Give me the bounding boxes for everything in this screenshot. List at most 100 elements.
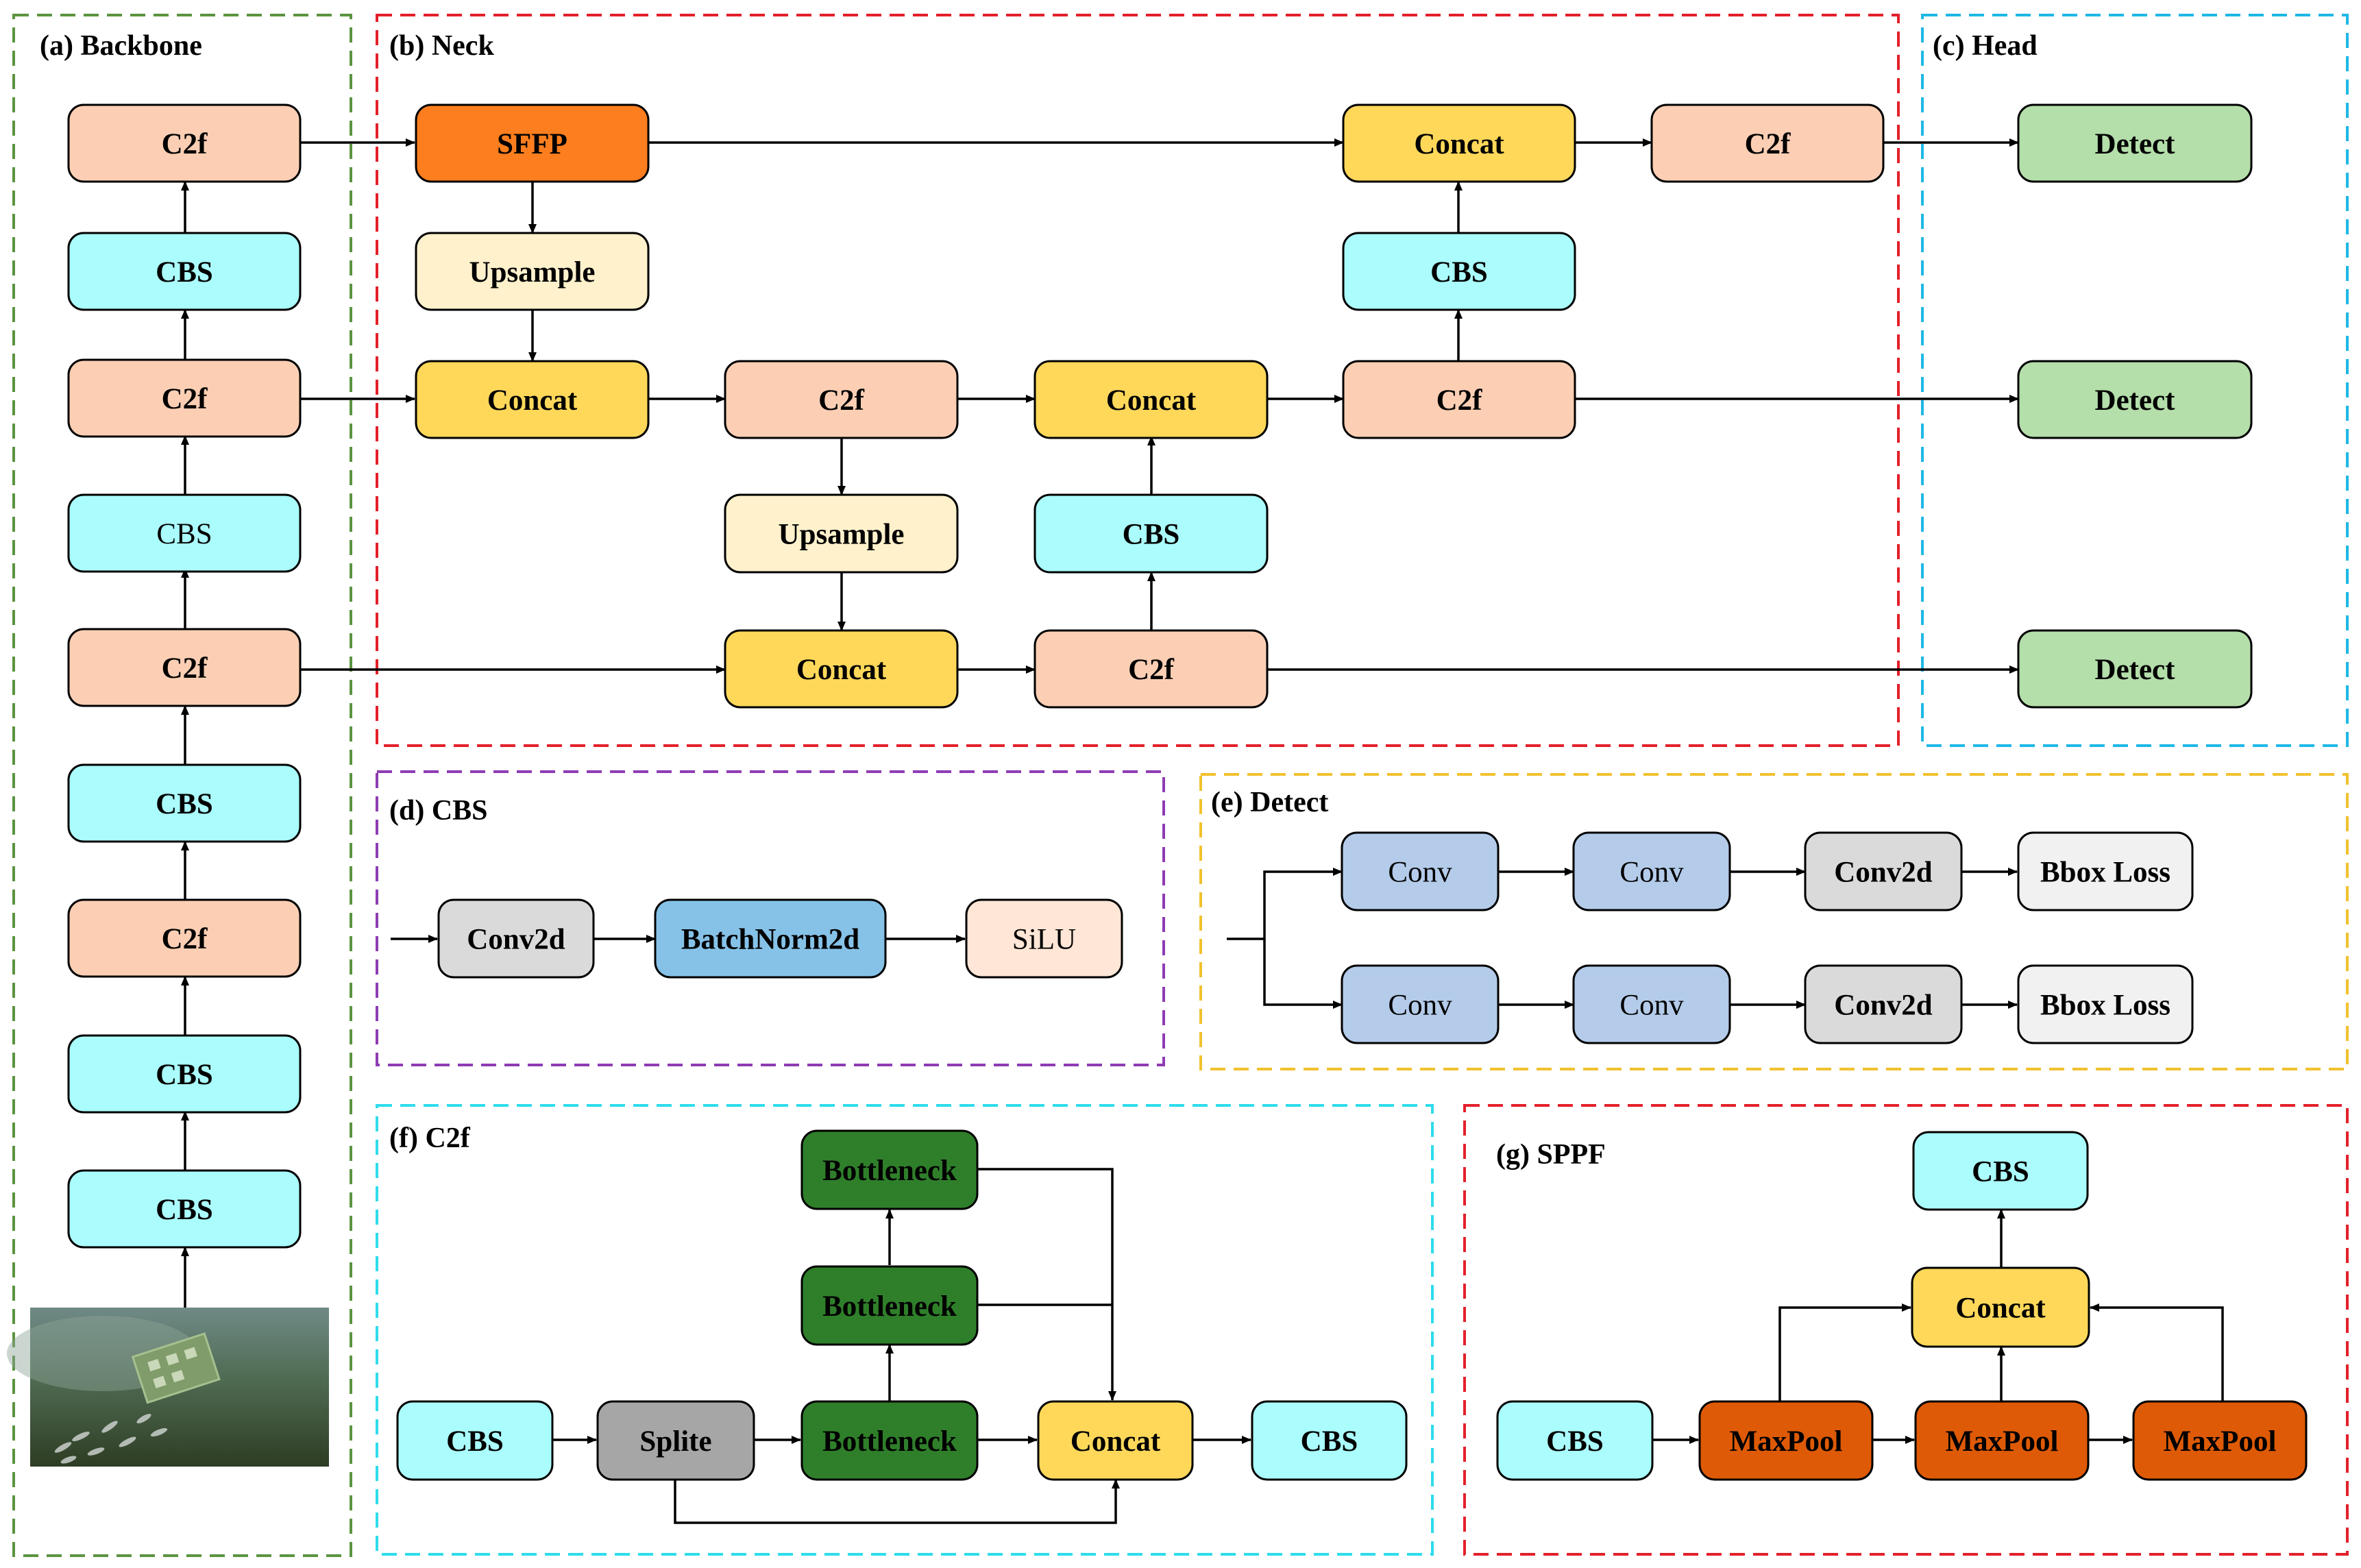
neck-sffp: SFFP	[415, 103, 650, 183]
neck-c2f-1-label: C2f	[818, 384, 865, 417]
sppf-maxpool-2: MaxPool	[1914, 1400, 2090, 1481]
c2f-cbs-out-label: CBS	[1301, 1425, 1358, 1458]
edge-detect-branch-bottom	[1263, 939, 1343, 1009]
sppf-region	[1463, 1104, 2349, 1556]
detect-bottom-conv2d-box	[1804, 964, 1963, 1044]
sppf-cbs-in: CBS	[1496, 1400, 1654, 1481]
backbone-cbs-1-box	[67, 1169, 302, 1249]
neck-concat-1: Concat	[415, 360, 650, 439]
backbone-cbs-4-box	[67, 493, 302, 573]
cbs-conv2d-label: Conv2d	[467, 924, 565, 956]
head-detect-2: Detect	[2017, 360, 2253, 439]
c2f-region	[376, 1104, 1434, 1556]
sppf-cbs-out-box	[1912, 1131, 2089, 1211]
neck-sffp-box	[415, 103, 650, 183]
detect-top-conv-1-box	[1341, 831, 1500, 911]
neck-concat-1-label: Concat	[487, 384, 578, 417]
neck-cbs-1-box	[1033, 493, 1269, 574]
head-region	[1921, 14, 2349, 747]
sppf-maxpool-1-box	[1698, 1400, 1874, 1481]
c2f-title: (f) C2f	[389, 1123, 471, 1154]
sppf-concat-label: Concat	[1955, 1293, 2046, 1325]
neck-c2f-4-label: C2f	[1745, 128, 1791, 160]
backbone-cbs-2: CBS	[67, 1034, 302, 1114]
sppf-cbs-in-box	[1496, 1400, 1654, 1481]
cbs-batchnorm2d: BatchNorm2d	[654, 898, 887, 979]
sppf-maxpool-3: MaxPool	[2132, 1400, 2308, 1481]
cbs-batchnorm2d-label: BatchNorm2d	[681, 924, 859, 956]
neck-concat-4: Concat	[1342, 103, 1576, 183]
detect-bottom-conv-1-label: Conv	[1388, 990, 1452, 1022]
detect-bottom-conv-2-box	[1572, 964, 1731, 1044]
detect-top-bbox-loss: Bbox Loss	[2017, 831, 2194, 911]
head-detect-2-label: Detect	[2095, 384, 2176, 417]
neck-sffp-label: SFFP	[497, 128, 567, 160]
cbs-silu-box	[965, 898, 1123, 979]
backbone-c2f-1-box	[67, 898, 302, 978]
fish-school	[54, 1414, 168, 1464]
neck-region	[376, 14, 1900, 747]
neck-title: (b) Neck	[389, 30, 494, 62]
neck-c2f-2-box	[1033, 629, 1269, 709]
sppf-maxpool-1: MaxPool	[1698, 1400, 1874, 1481]
edge-splite-concat	[674, 1479, 1120, 1524]
edge-bottleneck3-concat	[977, 1168, 1116, 1401]
sppf-maxpool-3-label: MaxPool	[2164, 1425, 2277, 1458]
sppf-maxpool-2-box	[1914, 1400, 2090, 1481]
backbone-cbs-2-box	[67, 1034, 302, 1114]
backbone-c2f-2-label: C2f	[162, 652, 208, 685]
neck-upsample-2-box	[724, 493, 959, 574]
c2f-concat: Concat	[1037, 1400, 1194, 1481]
backbone-cbs-5-label: CBS	[156, 256, 213, 289]
head-title: (c) Head	[1933, 30, 2038, 62]
cbs-region	[376, 770, 1165, 1066]
neck-concat-3: Concat	[1033, 360, 1269, 439]
head-detect-1-label: Detect	[2095, 128, 2176, 160]
neck-c2f-1-box	[724, 360, 959, 439]
neck-upsample-2: Upsample	[724, 493, 959, 574]
sppf-maxpool-3-box	[2132, 1400, 2308, 1481]
c2f-splite-label: Splite	[639, 1425, 711, 1458]
backbone-cbs-3-label: CBS	[156, 788, 213, 820]
neck-concat-1-box	[415, 360, 650, 439]
detect-top-conv-1: Conv	[1341, 831, 1500, 911]
backbone-cbs-4: CBS	[67, 493, 302, 573]
edge-detect-branch-top	[1227, 868, 1343, 940]
backbone-c2f-4-label: C2f	[162, 128, 208, 160]
neck-upsample-1-box	[415, 232, 650, 311]
cbs-conv2d: Conv2d	[437, 898, 595, 979]
neck-concat-2-box	[724, 629, 959, 709]
sppf-title: (g) SPPF	[1496, 1139, 1606, 1171]
detect-top-conv-1-label: Conv	[1388, 857, 1452, 889]
detect-bottom-conv-2-label: Conv	[1619, 990, 1684, 1022]
detect-top-conv2d-label: Conv2d	[1834, 857, 1932, 889]
sppf-cbs-out-label: CBS	[1972, 1156, 2029, 1188]
backbone-cbs-3: CBS	[67, 763, 302, 843]
neck-concat-4-label: Concat	[1414, 128, 1504, 160]
detect-bottom-conv-1-box	[1341, 964, 1500, 1044]
detect-top-bbox-loss-box	[2017, 831, 2194, 911]
detect-bottom-conv2d: Conv2d	[1804, 964, 1963, 1044]
detect-top-conv2d: Conv2d	[1804, 831, 1963, 911]
edge-maxpool1-concat	[1778, 1303, 1911, 1401]
neck-cbs-1-label: CBS	[1123, 519, 1180, 551]
c2f-concat-box	[1037, 1400, 1194, 1481]
backbone-cbs-1-label: CBS	[156, 1194, 213, 1226]
c2f-concat-label: Concat	[1071, 1425, 1161, 1458]
detect-region	[1199, 773, 2349, 1070]
detect-bottom-conv-1: Conv	[1341, 964, 1500, 1044]
head-detect-1: Detect	[2017, 103, 2253, 183]
c2f-bottleneck-2: Bottleneck	[800, 1265, 979, 1346]
backbone-title: (a) Backbone	[40, 30, 202, 62]
detect-top-conv-2-box	[1572, 831, 1731, 911]
detect-bottom-conv2d-label: Conv2d	[1834, 990, 1932, 1022]
neck-concat-3-label: Concat	[1106, 384, 1197, 417]
c2f-bottleneck-3: Bottleneck	[800, 1129, 979, 1210]
neck-c2f-3-box	[1342, 360, 1576, 439]
c2f-splite: Splite	[596, 1400, 755, 1481]
detect-top-bbox-loss-label: Bbox Loss	[2040, 857, 2170, 889]
backbone-cbs-5-box	[67, 232, 302, 311]
backbone-c2f-3-label: C2f	[162, 383, 208, 415]
backbone-c2f-2-box	[67, 628, 302, 707]
